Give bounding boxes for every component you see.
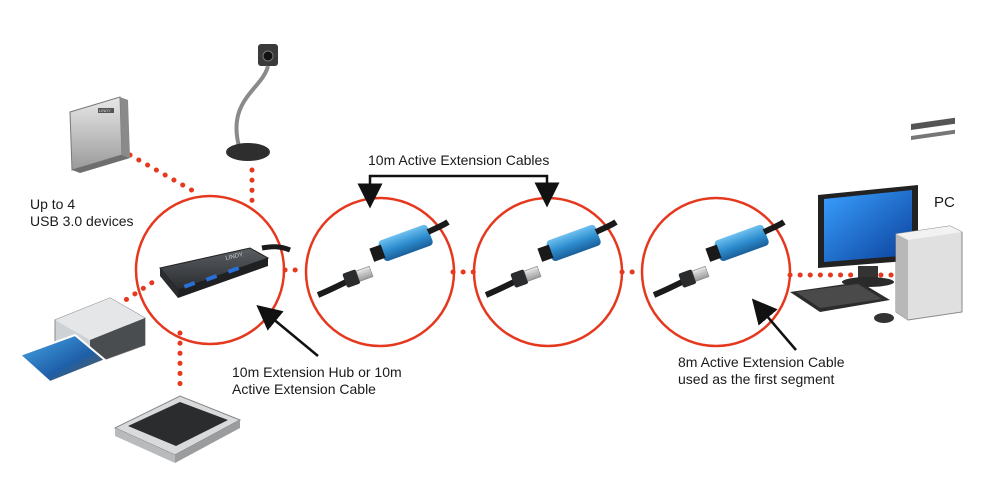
active-cable-3-icon <box>654 222 784 295</box>
hub-label: 10m Extension Hub or 10m Active Extensio… <box>232 364 402 398</box>
annotation-arrows <box>266 176 796 356</box>
pc-mouse <box>874 313 894 323</box>
hub-pointer-arrow <box>266 313 318 356</box>
external-hard-drive-icon: LINDY <box>70 97 130 173</box>
active-cable-1-icon <box>318 222 448 295</box>
cable3-circle <box>642 198 790 346</box>
first-segment-label-line1: 8m Active Extension Cable <box>678 354 845 371</box>
hub-label-line2: Active Extension Cable <box>232 381 402 398</box>
devices-label-line2: USB 3.0 devices <box>30 213 134 230</box>
usb-hub-icon: LINDY <box>160 247 290 298</box>
pc-label: PC <box>934 194 955 211</box>
cables-top-label: 10m Active Extension Cables <box>368 152 549 169</box>
devices-label-line1: Up to 4 <box>30 196 134 213</box>
cable1-circle <box>306 198 454 346</box>
hdd-brand-logo: LINDY <box>99 108 111 113</box>
active-cable-2-icon <box>486 222 616 295</box>
dotted-hdd-to-hub <box>130 155 195 192</box>
first-segment-label: 8m Active Extension Cable used as the fi… <box>678 354 845 388</box>
printer-icon <box>20 298 145 382</box>
first-segment-label-line2: used as the first segment <box>678 371 845 388</box>
hub-label-line1: 10m Extension Hub or 10m <box>232 364 402 381</box>
pc-icon <box>790 118 962 323</box>
devices-label: Up to 4 USB 3.0 devices <box>30 196 134 230</box>
scanner-icon <box>115 396 240 463</box>
cable2-circle <box>474 198 622 346</box>
webcam-icon <box>226 44 278 161</box>
cables-bracket-arrow <box>370 176 547 195</box>
